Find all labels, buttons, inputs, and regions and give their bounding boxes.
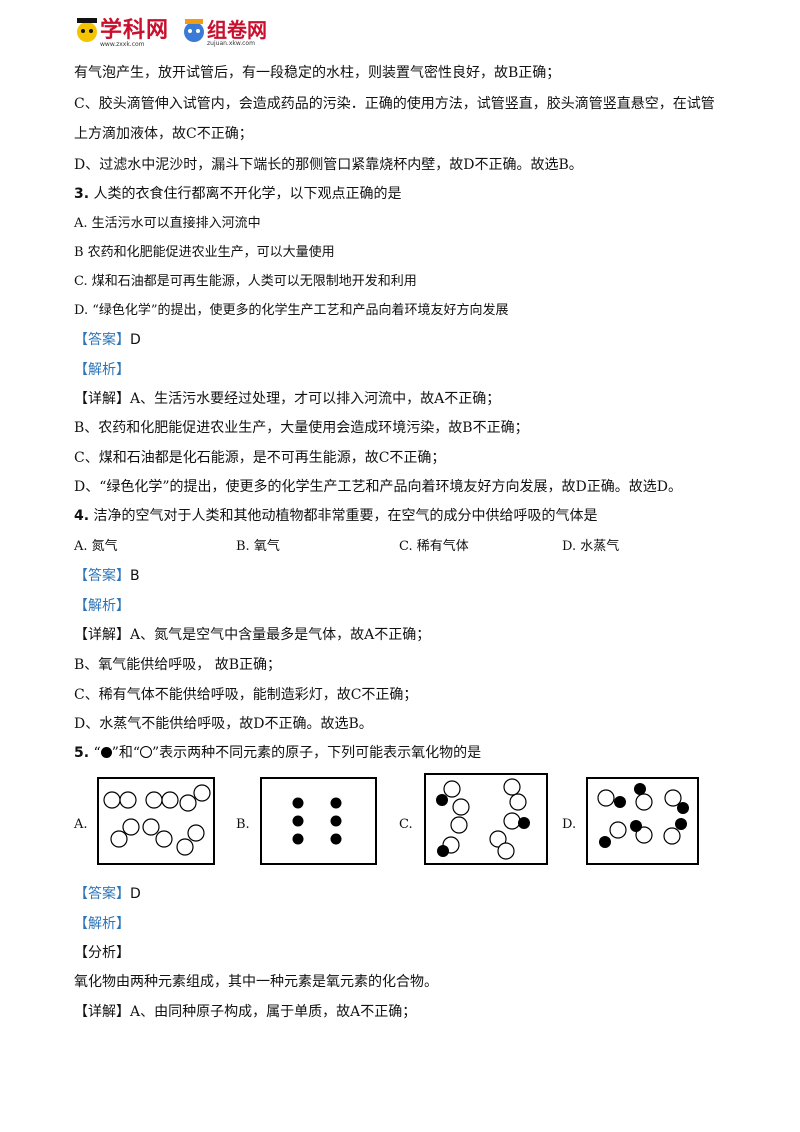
answer-value: D [130,886,141,902]
option-c: C. 稀有气体 [399,539,469,554]
answer: 【答案】D [74,884,141,904]
answer-label: 【答案】 [74,332,130,348]
analysis-label: 【解析】 [74,598,130,614]
detail-line: C、稀有气体不能供给呼吸，能制造彩灯，故C不正确； [74,687,418,703]
text-line: D、过滤水中泥沙时，漏斗下端长的那侧管口紧靠烧杯内壁，故D不正确。故选B。 [74,157,583,173]
zxxk-logo[interactable]: 学科网 www.zxxk.com [74,12,169,48]
answer: 【答案】D [74,330,141,350]
answer-label: 【答案】 [74,886,130,902]
option-a: A. 氮气 [74,539,118,554]
atoms-diagram [436,778,530,860]
option-c-label: C. [399,817,413,832]
detail-line: B、农药和化肥能促进农业生产，大量使用会造成环境污染，故B不正确； [74,420,529,436]
answer-label: 【答案】 [74,568,130,584]
option-b-label: B. [236,817,250,832]
question-number: 4. [74,508,90,524]
text-line: 有气泡产生，放开试管后，有一段稳定的水柱，则装置气密性良好，故B正确； [74,65,561,81]
answer-value: B [130,568,140,584]
stem-part: “ [93,745,101,761]
zujuan-logo[interactable]: 组卷网 zujuan.xkw.com [181,14,267,47]
question-4: 4. 洁净的空气对于人类和其他动植物都非常重要，在空气的成分中供给呼吸的气体是 [74,506,598,526]
logo2-text: 组卷网 [207,17,268,42]
analysis-label: 【解析】 [74,362,130,378]
option-b-diagram [260,777,377,865]
option-d-diagram [586,777,699,865]
option-a: A. 生活污水可以直接排入河流中 [74,216,261,231]
option-d-label: D. [562,817,577,832]
option-b: B 农药和化肥能促进农业生产，可以大量使用 [74,245,335,260]
stem-part: ”表示两种不同元素的原子，下列可能表示氧化物的是 [152,745,482,761]
option-a-diagram [97,777,215,865]
detail-line: B、氧气能供给呼吸， 故B正确； [74,657,282,673]
answer-value: D [130,332,141,348]
answer: 【答案】B [74,566,140,586]
stem-part: ”和“ [111,745,141,761]
detail-line: C、煤和石油都是化石能源，是不可再生能源，故C不正确； [74,450,446,466]
question-number: 5. [74,745,90,761]
mascot-icon [77,18,97,42]
option-c: C. 煤和石油都是可再生能源，人类可以无限制地开发和利用 [74,274,417,289]
question-3: 3. 人类的衣食住行都离不开化学，以下观点正确的是 [74,184,402,204]
fenxi-label: 【分析】 [74,945,130,961]
question-5: 5. “ ”和“ ”表示两种不同元素的原子，下列可能表示氧化物的是 [74,743,481,763]
question-stem: 人类的衣食住行都离不开化学，以下观点正确的是 [93,186,402,202]
question-number: 3. [74,186,90,202]
option-d: D. 水蒸气 [562,539,620,554]
fenxi-text: 氧化物由两种元素组成，其中一种元素是氧元素的化合物。 [74,974,438,990]
analysis-label: 【解析】 [74,916,130,932]
question-stem: 洁净的空气对于人类和其他动植物都非常重要，在空气的成分中供给呼吸的气体是 [93,508,598,524]
mascot2-icon [184,19,205,42]
detail-line: 【详解】A、氮气是空气中含量最多是气体，故A不正确； [74,627,431,643]
header: 学科网 www.zxxk.com 组卷网 zujuan.xkw.com [74,12,267,48]
logo1-url: www.zxxk.com [100,41,145,48]
option-c-diagram [424,773,548,865]
logo2-url: zujuan.xkw.com [207,39,255,47]
atoms-diagram [292,797,342,845]
text-line: 上方滴加液体，故C不正确； [74,126,253,142]
white-atom-icon [140,746,153,758]
atoms-diagram [103,784,211,856]
atoms-diagram [597,783,689,848]
text-line: C、胶头滴管伸入试管内，会造成药品的污染．正确的使用方法，试管竖直，胶头滴管竖直… [74,96,715,112]
detail-line: 【详解】A、由同种原子构成，属于单质，故A不正确； [74,1004,417,1020]
detail-line: 【详解】A、生活污水要经过处理，才可以排入河流中，故A不正确； [74,391,501,407]
option-d: D. “绿色化学”的提出，使更多的化学生产工艺和产品向着环境友好方向发展 [74,303,509,318]
black-atom-icon [100,747,112,758]
option-a-label: A. [74,817,88,832]
logo1-text: 学科网 [100,18,170,43]
detail-line: D、水蒸气不能供给呼吸，故D不正确。故选B。 [74,716,373,732]
option-b: B. 氧气 [236,539,280,554]
detail-line: D、“绿色化学”的提出，使更多的化学生产工艺和产品向着环境友好方向发展，故D正确… [74,479,682,495]
